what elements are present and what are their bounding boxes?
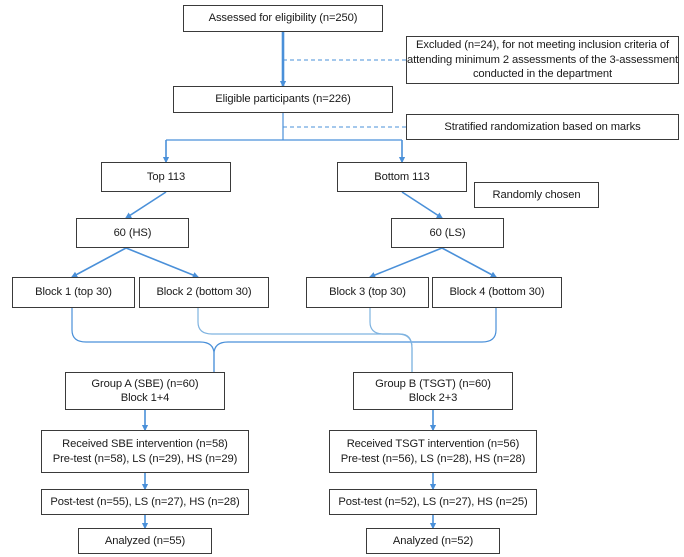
connector-block4-to-groupA <box>213 308 497 372</box>
node-post-test-b: Post-test (n=52), LS (n=27), HS (n=25) <box>329 489 537 515</box>
node-text-line-1: Group A (SBE) (n=60) <box>91 377 199 390</box>
node-text-line-2: attending minimum 2 assessments of the 3… <box>407 53 678 66</box>
node-text-line-2: Block 2+3 <box>408 392 458 404</box>
node-assessed-for-eligibility: Assessed for eligibility (n=250) <box>183 5 383 32</box>
node-text: Block 3 (top 30) <box>329 286 406 299</box>
node-text: Top 113 <box>146 170 186 183</box>
node-text: Eligible participants (n=226) <box>215 93 351 106</box>
node-bottom-113: Bottom 113 <box>337 162 467 192</box>
node-text: Stratified randomization based on marks <box>444 120 641 133</box>
node-excluded: Excluded (n=24), for not meeting inclusi… <box>406 36 679 84</box>
node-text-line-1: Group B (TSGT) (n=60) <box>375 377 491 390</box>
node-block-2: Block 2 (bottom 30) <box>139 277 269 308</box>
node-60-ls: 60 (LS) <box>391 218 504 248</box>
node-post-test-a: Post-test (n=55), LS (n=27), HS (n=28) <box>41 489 249 515</box>
connector-block3-to-groupB <box>369 308 413 372</box>
node-top-113: Top 113 <box>101 162 231 192</box>
connector-hs60-to-block2 <box>125 247 200 279</box>
node-received-tsgt-intervention: Received TSGT intervention (n=56) Pre-te… <box>329 430 537 473</box>
node-group-a: Group A (SBE) (n=60) Block 1+4 <box>65 372 225 410</box>
node-text: 60 (HS) <box>113 226 152 239</box>
node-text-line-1: Excluded (n=24), for not meeting inclusi… <box>416 39 669 52</box>
node-text: Post-test (n=52), LS (n=27), HS (n=25) <box>338 495 528 508</box>
connector-top113-to-hs60 <box>124 191 167 219</box>
node-received-sbe-intervention: Received SBE intervention (n=58) Pre-tes… <box>41 430 249 473</box>
node-text-line-3: conducted in the department <box>472 68 613 81</box>
node-randomly-chosen: Randomly chosen <box>474 182 599 208</box>
node-text-line-2: Pre-test (n=58), LS (n=29), HS (n=29) <box>52 452 238 465</box>
node-text-line-2: Pre-test (n=56), LS (n=28), HS (n=28) <box>340 452 526 465</box>
node-text: Block 4 (bottom 30) <box>449 286 545 299</box>
node-text-line-2: Block 1+4 <box>120 392 170 404</box>
node-text: Block 1 (top 30) <box>35 286 112 299</box>
node-text-line-1: Received SBE intervention (n=58) <box>62 438 228 450</box>
node-eligible-participants: Eligible participants (n=226) <box>173 86 393 113</box>
node-text-line-1: Received TSGT intervention (n=56) <box>346 438 520 450</box>
node-block-1: Block 1 (top 30) <box>12 277 135 308</box>
node-block-4: Block 4 (bottom 30) <box>432 277 562 308</box>
node-block-3: Block 3 (top 30) <box>306 277 429 308</box>
connector-hs60-to-block1 <box>70 247 127 278</box>
node-analyzed-a: Analyzed (n=55) <box>78 528 212 554</box>
node-text: Analyzed (n=55) <box>104 534 186 547</box>
connector-block2-to-groupB <box>197 308 413 372</box>
node-text: Assessed for eligibility (n=250) <box>208 12 358 25</box>
node-text: Analyzed (n=52) <box>392 534 474 547</box>
connector-bottom113-to-ls60 <box>401 191 444 219</box>
node-text: Bottom 113 <box>374 170 430 183</box>
connector-block1-to-groupA <box>71 308 215 372</box>
node-60-hs: 60 (HS) <box>76 218 189 248</box>
node-text: Randomly chosen <box>492 188 581 201</box>
node-stratified-randomization: Stratified randomization based on marks <box>406 114 679 140</box>
connector-ls60-to-block3 <box>368 247 443 279</box>
node-text: Post-test (n=55), LS (n=27), HS (n=28) <box>50 495 240 508</box>
connector-ls60-to-block4 <box>441 247 498 278</box>
node-analyzed-b: Analyzed (n=52) <box>366 528 500 554</box>
node-group-b: Group B (TSGT) (n=60) Block 2+3 <box>353 372 513 410</box>
node-text: 60 (LS) <box>429 226 466 239</box>
node-text: Block 2 (bottom 30) <box>156 286 252 299</box>
